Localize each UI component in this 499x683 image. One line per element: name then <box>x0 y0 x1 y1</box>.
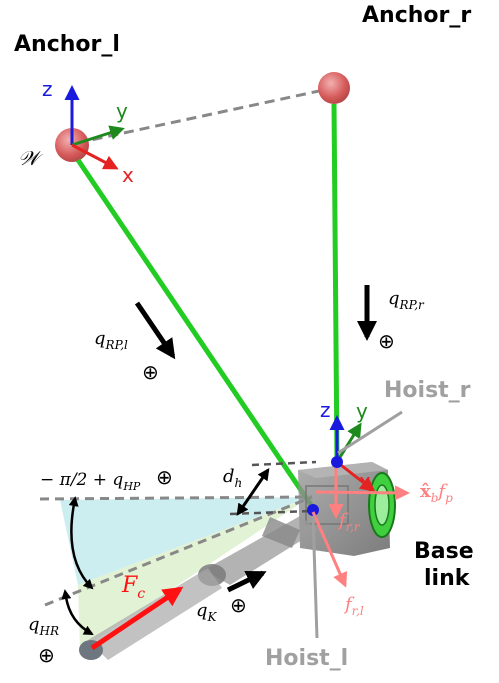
base-label-1: Base <box>414 539 474 564</box>
dh-arrow <box>236 468 270 516</box>
hoist-r-label: Hoist_r <box>384 378 471 403</box>
q-hr-oplus: ⊕ <box>38 643 55 667</box>
hoist-x-axis <box>336 460 376 492</box>
world-z-label: z <box>42 77 53 101</box>
world-frame-label: 𝒲 <box>18 146 44 170</box>
base-label-2: link <box>424 566 471 591</box>
hoist-y-label: y <box>356 399 368 423</box>
hoist-r-point <box>331 456 343 468</box>
world-y-label: y <box>116 99 128 123</box>
q-rp-r-oplus: ⊕ <box>378 329 395 353</box>
force-fr-l-arrow <box>311 511 348 588</box>
anchor-connector-dashed <box>76 86 334 145</box>
leg-links <box>79 516 318 660</box>
hp-angle-arc <box>68 496 94 590</box>
hoist-x-label: x <box>359 469 371 493</box>
fc-arrow <box>90 586 184 651</box>
anchor-r-sphere <box>318 72 350 104</box>
hr-angle-arc <box>61 589 94 636</box>
hp-oplus: ⊕ <box>156 465 173 489</box>
q-rp-l-label: qRP,l <box>94 328 128 352</box>
cable-left <box>75 158 316 510</box>
cable-right <box>331 103 340 463</box>
hoist-l-pointer <box>311 515 319 639</box>
world-x-label: x <box>122 163 134 187</box>
force-xb-arrow <box>315 485 410 501</box>
hp-label: − π/2 + qHP <box>40 470 141 493</box>
world-y-axis <box>71 125 125 147</box>
hoist-y-axis <box>335 422 362 463</box>
q-k-label: qK <box>196 600 218 624</box>
horizontal-ref-dashed <box>39 495 313 501</box>
q-k-oplus: ⊕ <box>230 593 247 617</box>
hoist-l-label: Hoist_l <box>265 646 348 671</box>
hoist-l-point <box>307 504 319 516</box>
hoist-z-label: z <box>320 398 331 422</box>
q-rp-l-arrow <box>134 301 176 360</box>
dh-label: dh <box>223 466 242 490</box>
fc-label: Fc <box>121 573 145 602</box>
anchor-l-label: Anchor_l <box>14 32 120 57</box>
q-hr-label: qHR <box>28 614 59 638</box>
dh-upper-dashed <box>251 460 317 467</box>
f-rl-label: fr,l <box>343 594 364 618</box>
xb-fp-label: x̂bfp <box>420 481 453 505</box>
q-rp-l-oplus: ⊕ <box>142 360 159 384</box>
q-rp-r-label: qRP,r <box>388 288 425 312</box>
anchor-r-label: Anchor_r <box>362 3 471 28</box>
hoist-r-pointer <box>337 410 403 455</box>
world-x-axis <box>71 143 119 170</box>
hp-angle-wedge <box>60 497 310 585</box>
q-k-arrow <box>226 570 267 593</box>
